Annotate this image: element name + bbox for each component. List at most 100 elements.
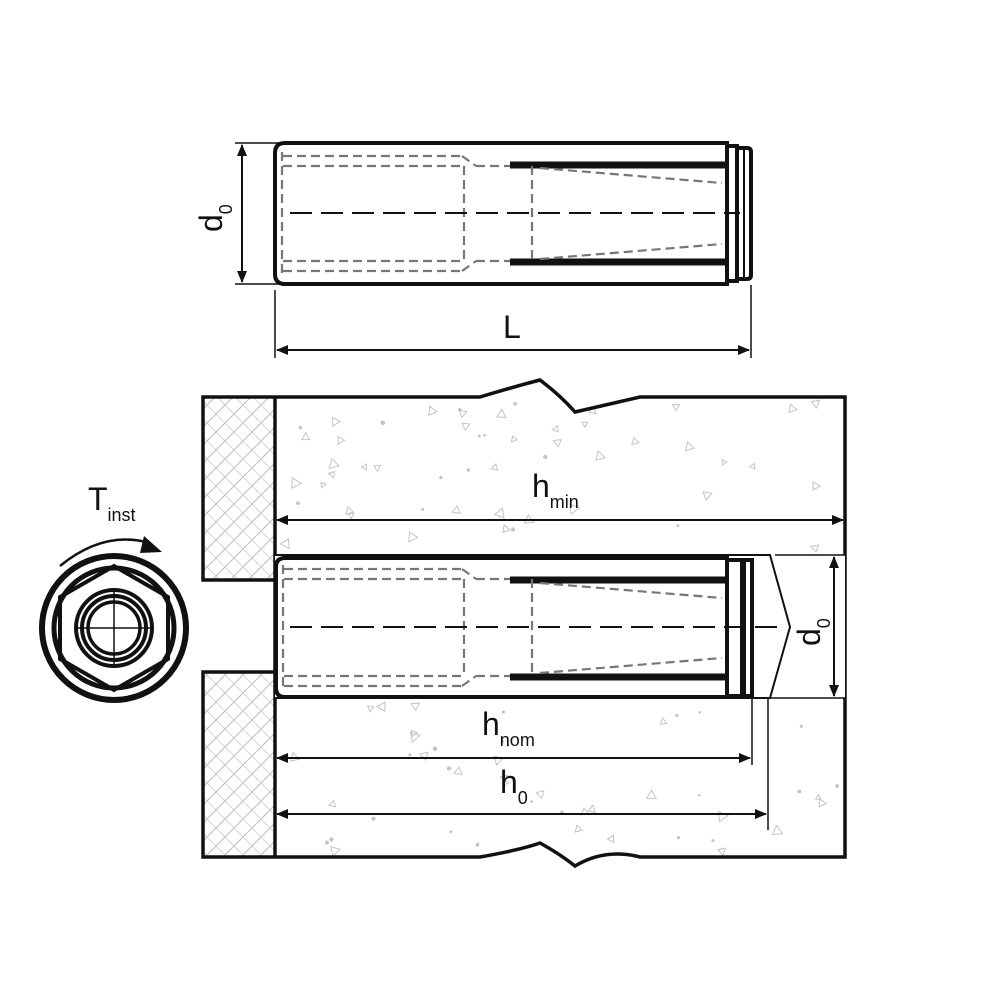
concrete-speckle [552,438,562,448]
concrete-speckle [453,766,463,776]
anchor-installed [274,556,780,699]
concrete-speckle [477,434,481,438]
concrete-speckle [506,743,510,747]
concrete-speckle [432,746,438,752]
label-h-min: hmin [532,468,579,512]
concrete-speckle [466,468,471,472]
concrete-speckle [659,717,668,725]
concrete-speckle [513,402,517,406]
concrete-speckle [812,481,822,491]
concrete-speckle [331,416,342,428]
concrete-speckle [291,476,303,490]
label-h-nom: hnom [482,706,535,750]
concrete-speckle [799,724,803,728]
concrete-speckle [458,409,468,419]
concrete-speckle [337,435,346,445]
concrete-speckle [510,435,519,443]
concrete-speckle [675,713,679,718]
concrete-speckle [721,459,728,466]
concrete-speckle [587,804,597,813]
concrete-speckle [483,433,486,437]
concrete-speckle [300,431,311,441]
concrete-speckle [771,824,784,836]
concrete-speckle [676,836,681,840]
concrete-speckle [345,505,355,516]
label-h0: h0 [500,764,528,808]
concrete-speckle [809,544,820,554]
concrete-speckle [380,420,386,426]
concrete-speckle [835,784,839,788]
concrete-speckle [329,837,334,842]
concrete-speckle [327,470,336,479]
concrete-speckle [501,710,505,714]
concrete-speckle [376,701,386,713]
concrete-speckle [449,830,453,834]
concrete-speckle [428,405,438,417]
concrete-speckle [408,753,412,757]
label-d0-top: d0 [193,204,236,232]
concrete-speckle [698,711,702,714]
concrete-speckle [298,425,303,430]
label-t-inst: Tinst [88,481,136,525]
concrete-speckle [645,789,658,799]
concrete-speckle [408,531,419,543]
end-view-torque [39,536,189,703]
concrete-speckle [684,441,696,452]
concrete-speckle [711,839,715,842]
concrete-speckle [530,800,533,803]
concrete-speckle [535,789,545,800]
concrete-speckle [810,399,821,409]
concrete-speckle [446,766,452,771]
concrete-speckle [717,810,729,823]
concrete-speckle [475,842,480,847]
concrete-speckle [495,408,507,418]
label-d0-right: d0 [791,618,834,646]
concrete-speckle [788,403,798,414]
concrete-speckle [500,739,505,744]
concrete-speckle [606,834,615,844]
concrete-speckle [797,789,802,794]
concrete-speckle [439,475,443,480]
concrete-speckle [347,513,355,520]
concrete-speckle [698,794,701,797]
concrete-speckle [493,507,505,519]
concrete-speckle [818,798,828,808]
concrete-speckle [676,524,680,528]
concrete-speckle [543,454,548,460]
concrete-speckle [716,847,727,857]
concrete-speckle [279,537,290,550]
concrete-speckle [330,845,342,858]
concrete-speckle [324,840,329,845]
concrete-speckle [451,504,461,515]
concrete-speckle [373,464,382,473]
concrete-speckle [320,481,327,489]
concrete-speckle [421,507,425,511]
concrete-speckle [671,404,681,412]
concrete-speckle [502,778,510,787]
concrete-speckle [574,824,583,833]
concrete-speckle [328,799,337,808]
concrete-speckle [360,463,368,471]
concrete-speckle [296,501,300,506]
dimensions-bottom [276,515,845,830]
concrete-speckle [410,729,419,738]
concrete-speckle [580,421,589,429]
concrete-speckle [490,463,499,471]
concrete-speckle [502,524,511,534]
concrete-speckle [631,436,640,446]
concrete-speckle [366,705,375,713]
concrete-speckle [461,422,471,432]
concrete-speckle [371,816,376,821]
concrete-speckle [511,527,515,532]
concrete-speckle [551,424,559,433]
torque-arrow-icon [59,538,151,567]
concrete-speckle [289,751,301,762]
concrete-speckle [569,503,581,516]
concrete-speckle [814,793,822,800]
concrete-speckle [595,450,607,462]
concrete-speckle [702,491,713,501]
concrete-speckle [410,702,421,712]
concrete-speckle [328,457,340,470]
concrete-speckle [748,462,756,470]
